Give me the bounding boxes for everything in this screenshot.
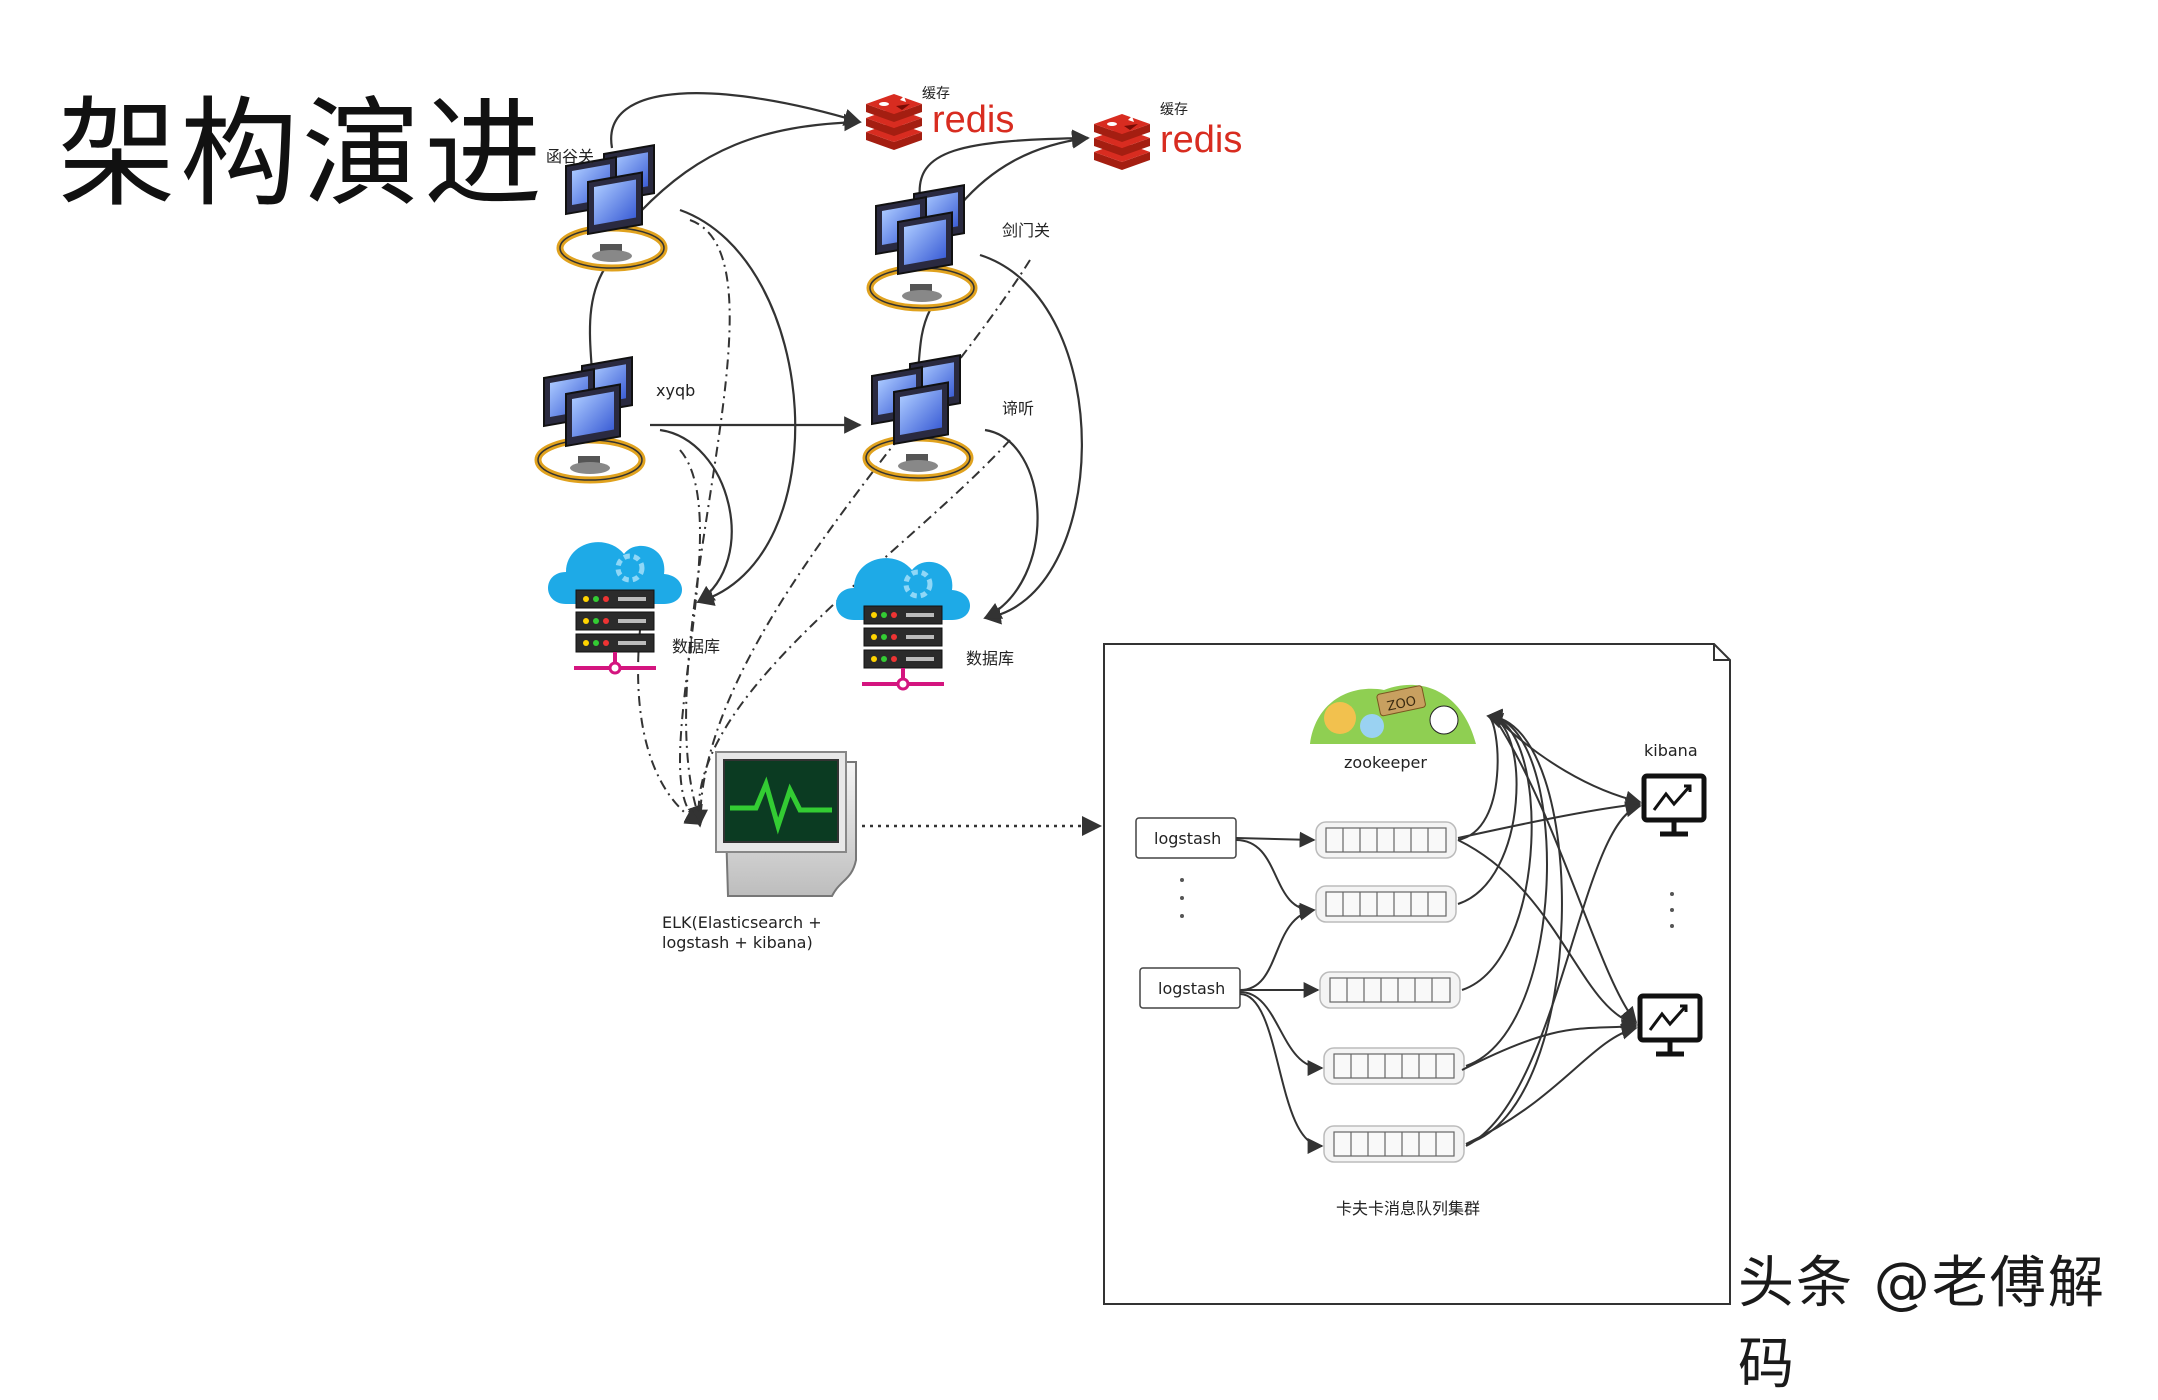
database-label: 数据库 bbox=[672, 637, 720, 656]
server-xyqb: xyqb bbox=[538, 357, 695, 480]
redis-logo-icon bbox=[1094, 114, 1150, 170]
server-hangu: 函谷关 bbox=[546, 145, 664, 268]
redis-logo-text: redis bbox=[932, 99, 1014, 141]
slide-title: 架构演进 bbox=[58, 85, 547, 223]
kafka-queue-2 bbox=[1315, 885, 1457, 923]
database-label: 数据库 bbox=[966, 649, 1014, 668]
edge-diting-db2 bbox=[983, 428, 1039, 619]
zookeeper-label: zookeeper bbox=[1344, 753, 1427, 772]
kafka-cluster-panel: ZOO zookeeper logstash logstash kibana 卡… bbox=[1103, 643, 1731, 1305]
architecture-diagram: 函谷关 剑门关 xyqb 谛听 缓存 redis 缓存 redis 数据库 数据… bbox=[0, 86, 1731, 1305]
zookeeper-icon: ZOO bbox=[1310, 684, 1476, 744]
kibana-label: kibana bbox=[1644, 741, 1698, 760]
elk-label-line1: ELK(Elasticsearch + bbox=[662, 913, 822, 932]
elk-node: ELK(Elasticsearch + logstash + kibana) bbox=[662, 751, 857, 952]
cloud-database-icon bbox=[836, 558, 970, 689]
edge-hangu-db1 bbox=[679, 208, 797, 606]
kafka-queue-3 bbox=[1319, 971, 1461, 1009]
redis-cache-1: 缓存 redis bbox=[866, 86, 1014, 150]
redis-caption: 缓存 bbox=[922, 86, 950, 102]
server-diting: 谛听 bbox=[866, 355, 1034, 478]
logstash-label-1: logstash bbox=[1154, 829, 1221, 848]
edge-hangu-redis1-b bbox=[639, 113, 862, 213]
logstash-label-2: logstash bbox=[1158, 979, 1225, 998]
logstash-node-2 bbox=[1139, 967, 1241, 1009]
edges bbox=[588, 92, 1090, 625]
edge-xyqb-db1 bbox=[659, 428, 733, 603]
server-jianmen: 剑门关 bbox=[870, 185, 1050, 308]
server-cluster-icon bbox=[870, 185, 974, 308]
kafka-queue-1 bbox=[1315, 821, 1457, 859]
kafka-cluster-label: 卡夫卡消息队列集群 bbox=[1336, 1199, 1480, 1218]
edge-hangu-redis1 bbox=[610, 92, 862, 149]
elk-label-line2: logstash + kibana) bbox=[662, 933, 813, 952]
server-label-jianmen: 剑门关 bbox=[1002, 221, 1050, 240]
server-label-hangu: 函谷关 bbox=[546, 147, 594, 166]
dash-xyqb-elk bbox=[679, 449, 702, 823]
server-label-xyqb: xyqb bbox=[656, 381, 695, 400]
kibana-ellipsis bbox=[1670, 892, 1674, 928]
server-cluster-icon bbox=[538, 357, 642, 480]
database-1: 数据库 bbox=[548, 542, 720, 673]
zoo-sign-text: ZOO bbox=[1386, 694, 1418, 715]
edge-jianmen-db2 bbox=[979, 253, 1083, 625]
watermark: 头条 @老傅解码 bbox=[1738, 1251, 2106, 1397]
dash-hangu-elk bbox=[685, 219, 731, 822]
edge-hangu-redis2 bbox=[918, 129, 1090, 199]
dashed-edges bbox=[637, 219, 1031, 828]
monitor-icon bbox=[715, 751, 857, 897]
dash-diting-elk bbox=[689, 439, 1011, 828]
redis-caption: 缓存 bbox=[1160, 102, 1188, 118]
kafka-queue-4 bbox=[1323, 1047, 1465, 1085]
kafka-queue-5 bbox=[1323, 1125, 1465, 1163]
dash-db1-elk bbox=[637, 629, 702, 825]
redis-logo-text: redis bbox=[1160, 119, 1242, 161]
ellipsis-dots bbox=[1180, 878, 1184, 918]
cloud-database-icon bbox=[548, 542, 682, 673]
edge-jianmen-redis2 bbox=[959, 131, 1090, 206]
dash-jianmen-elk bbox=[692, 259, 1031, 826]
edge-hangu-xyqb bbox=[588, 267, 606, 373]
server-label-diting: 谛听 bbox=[1002, 399, 1034, 418]
redis-cache-2: 缓存 redis bbox=[1094, 102, 1242, 170]
redis-logo-icon bbox=[866, 94, 922, 150]
database-2: 数据库 bbox=[836, 558, 1014, 689]
